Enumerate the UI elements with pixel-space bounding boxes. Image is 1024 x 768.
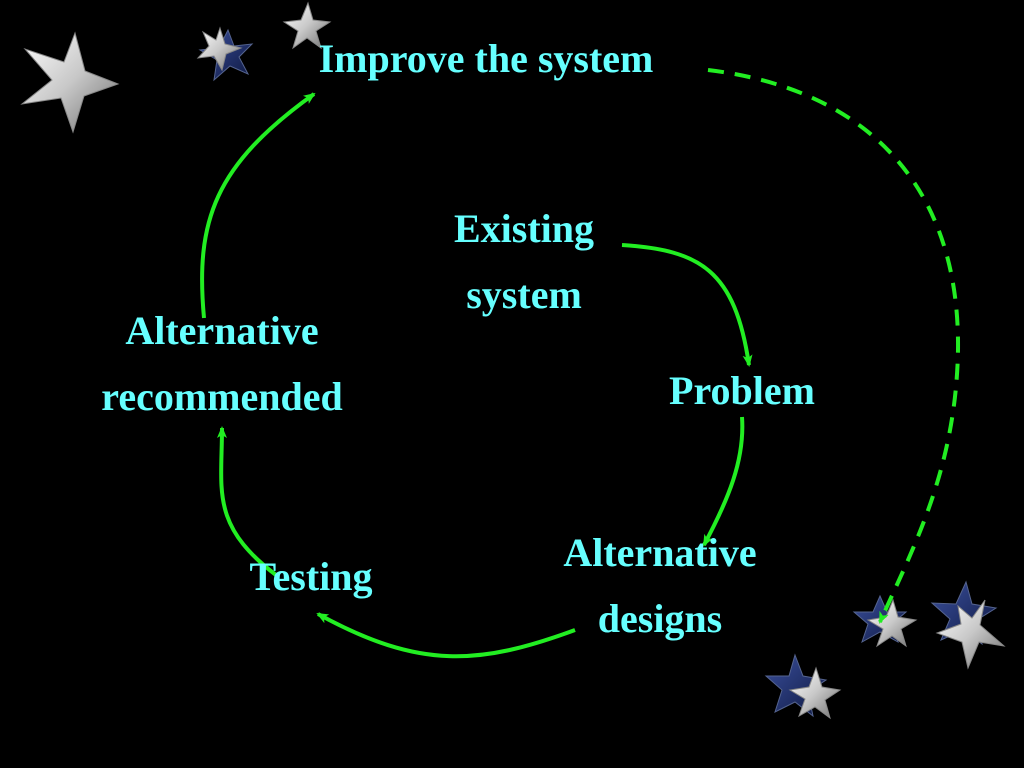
node-testing: Testing [216,544,406,610]
silver-star-icon [282,1,332,50]
node-existing-line-1: Existing [453,206,595,251]
node-testing-line-1: Testing [249,554,373,599]
arrow-alternative-designs-to-testing [316,612,576,659]
node-alt-recommended-line-1: Alternative [125,308,319,353]
node-existing-system: Existing system [414,196,634,328]
node-alt-designs-line-2: designs [597,596,723,641]
node-alt-designs-line-1: Alternative [563,530,757,575]
node-improve-the-system: Improve the system [268,26,704,92]
silver-star-icon [20,31,120,134]
arrow-testing-to-alternative-recommended [216,426,278,577]
node-alternative-recommended: Alternative recommended [50,298,394,430]
node-existing-line-2: system [466,272,582,317]
node-alternative-designs: Alternative designs [520,520,800,652]
node-problem: Problem [636,358,848,424]
arrow-alternative-recommended-to-improve [200,92,316,319]
node-improve-line-1: Improve the system [318,36,654,81]
silver-star-icon [935,599,1006,670]
arrow-existing-to-problem [621,243,753,367]
node-alt-recommended-line-2: recommended [101,374,343,419]
node-problem-line-1: Problem [669,368,815,413]
silver-star-icon [196,26,243,72]
dashed-arrow-improve-to-stars [707,68,961,624]
arrow-problem-to-alternative-designs [702,416,745,547]
silver-star-icon [788,666,842,720]
silver-star-icon [866,598,918,648]
